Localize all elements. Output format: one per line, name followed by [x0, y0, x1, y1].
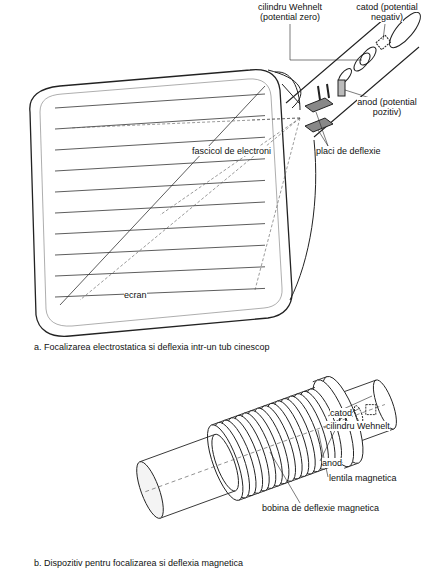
screen-label: ecran — [124, 290, 147, 300]
tube-body — [275, 72, 300, 110]
scan-line — [55, 267, 265, 276]
scan-line — [55, 245, 265, 255]
scan-line — [55, 116, 265, 129]
anode-label: anod (potential pozitiv) — [352, 97, 422, 117]
scan-line — [55, 288, 265, 297]
cathode-label: catod (potential negativ) — [350, 2, 424, 22]
wehnelt-label: cilindru Wehnelt (potential zero) — [258, 2, 322, 22]
tube-neck — [286, 13, 419, 137]
cathode-label: catod (potential negativ) — [356, 2, 418, 22]
coil-label: bobina de deflexie magnetica — [262, 503, 379, 513]
scan-line — [55, 94, 265, 108]
scan-lines — [55, 86, 265, 305]
wehnelt-label: cilindru Wehnelt (potential zero) — [248, 2, 332, 22]
anode-label: anod — [322, 458, 412, 468]
scan-line — [55, 224, 265, 234]
lens-label: lentila magnetica — [329, 473, 397, 483]
plates-label: placi de deflexie — [316, 146, 381, 156]
magnetic-device — [131, 372, 401, 521]
figure-caption: b. Dispozitiv pentru focalizarea si defl… — [34, 558, 414, 568]
scan-line — [55, 202, 265, 213]
anode-label: anod (potential pozitiv) — [357, 97, 417, 117]
cathode-label: catod — [330, 408, 420, 418]
figure-caption: a. Focalizarea electrostatica si deflexi… — [34, 342, 270, 352]
wehnelt-label: cilindru Wehnelt — [326, 421, 390, 431]
plates-label: placi de deflexie — [316, 146, 416, 156]
wehnelt-label: cilindru Wehnelt — [326, 421, 421, 431]
screen-label: ecran — [124, 290, 184, 300]
leader-line — [290, 24, 385, 146]
deflection-plate — [318, 84, 329, 100]
scan-line — [55, 159, 265, 171]
figure-caption: a. Focalizarea electrostatica si deflexi… — [34, 342, 414, 352]
electron-beam — [70, 118, 300, 300]
lens-label: lentila magnetica — [329, 473, 424, 483]
cylinder-ring — [131, 459, 168, 522]
coil-label: bobina de deflexie magnetica — [262, 503, 422, 513]
beam-label: fascicol de electroni — [192, 146, 271, 156]
deflection-plate — [305, 98, 333, 112]
screen-inner — [40, 79, 282, 326]
beam-label: fascicol de electroni — [192, 146, 292, 156]
scan-line — [55, 180, 265, 192]
figure-caption: b. Dispozitiv pentru focalizarea si defl… — [34, 558, 243, 568]
anode-label: anod — [322, 458, 342, 468]
wehnelt-cylinder — [351, 50, 373, 73]
scan-retrace — [60, 86, 265, 305]
cathode-label: catod — [330, 408, 352, 418]
anode-plate — [338, 80, 345, 96]
leader-line — [270, 396, 372, 503]
screen — [30, 70, 292, 337]
